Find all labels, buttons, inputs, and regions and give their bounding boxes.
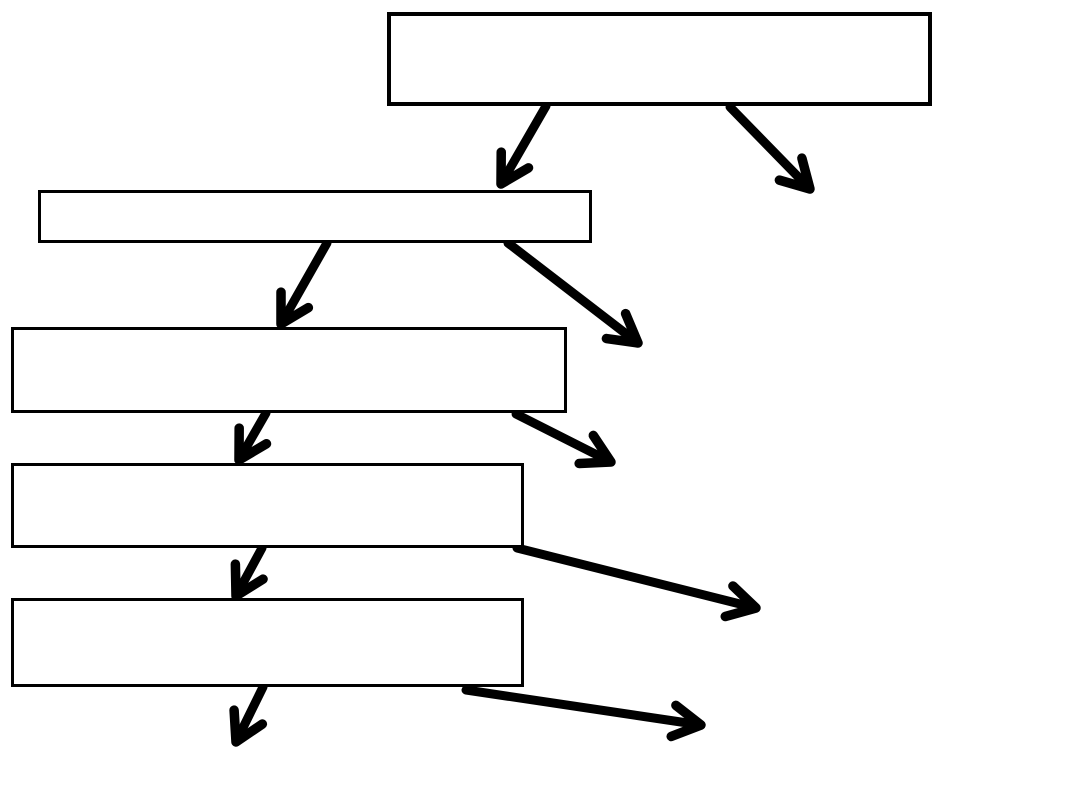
flowchart-arrow-9 <box>229 682 268 747</box>
flowchart-arrow-8 <box>512 543 761 622</box>
flowchart-box-3 <box>11 327 567 413</box>
flowchart-arrow-2 <box>725 102 815 194</box>
flowchart-box-4 <box>11 463 524 548</box>
flowchart-arrow-7 <box>230 543 268 601</box>
flowchart-box-2 <box>38 190 592 243</box>
flowchart-arrow-3 <box>276 238 332 329</box>
flowchart-arrow-10 <box>461 685 706 742</box>
flowchart-arrow-5 <box>234 408 272 465</box>
flowchart-arrow-6 <box>511 409 616 469</box>
flowchart-box-5 <box>11 598 524 687</box>
flowchart-box-1 <box>387 12 932 106</box>
flowchart-arrow-1 <box>496 101 551 189</box>
